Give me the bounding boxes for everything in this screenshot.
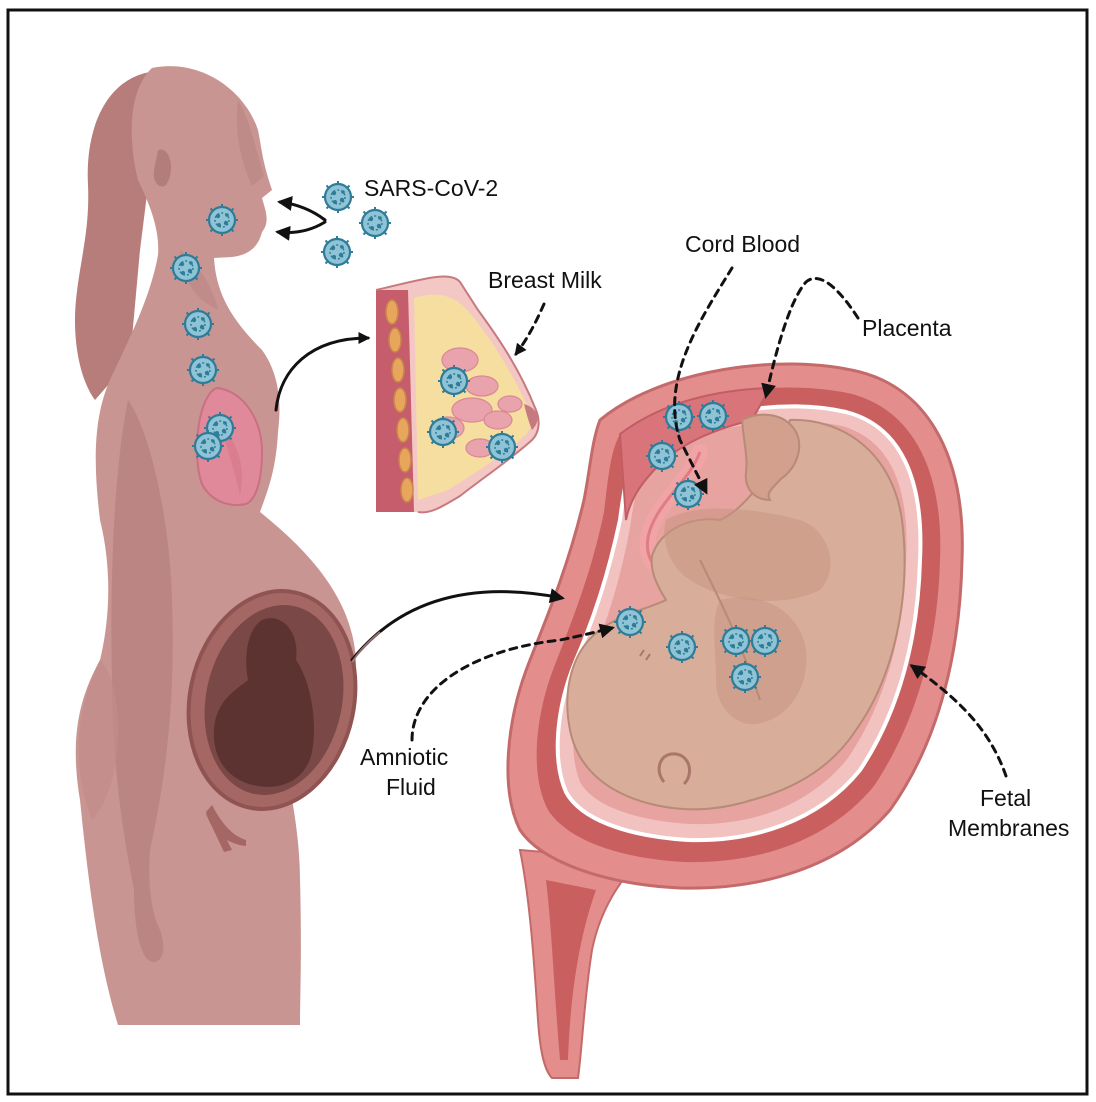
label-amniotic-line1: Amniotic (360, 744, 448, 770)
label-sars-cov-2: SARS-CoV-2 (364, 175, 498, 201)
virus-icon (187, 354, 219, 386)
virus-icon (663, 401, 695, 433)
virus-icon (697, 400, 729, 432)
virus-icon (206, 204, 238, 236)
virus-icon (438, 365, 470, 397)
virus-icon (666, 631, 698, 663)
virus-icon (720, 625, 752, 657)
virus-icon (729, 661, 761, 693)
label-placenta: Placenta (862, 315, 952, 341)
label-fetal-line2: Membranes (948, 815, 1069, 841)
virus-icon (427, 416, 459, 448)
virus-icon (646, 440, 678, 472)
virus-icon (321, 236, 353, 268)
virus-icon (322, 181, 354, 213)
virus-icon (672, 478, 704, 510)
virus-icon (170, 252, 202, 284)
label-breast-milk: Breast Milk (488, 267, 602, 293)
label-cord-blood: Cord Blood (685, 231, 800, 257)
virus-icon (614, 606, 646, 638)
virus-icon (749, 625, 781, 657)
virus-icon (359, 207, 391, 239)
label-amniotic-line2: Fluid (386, 774, 436, 800)
label-fetal-line1: Fetal (980, 785, 1031, 811)
virus-icon (182, 308, 214, 340)
virus-icon (192, 430, 224, 462)
virus-icon (486, 431, 518, 463)
